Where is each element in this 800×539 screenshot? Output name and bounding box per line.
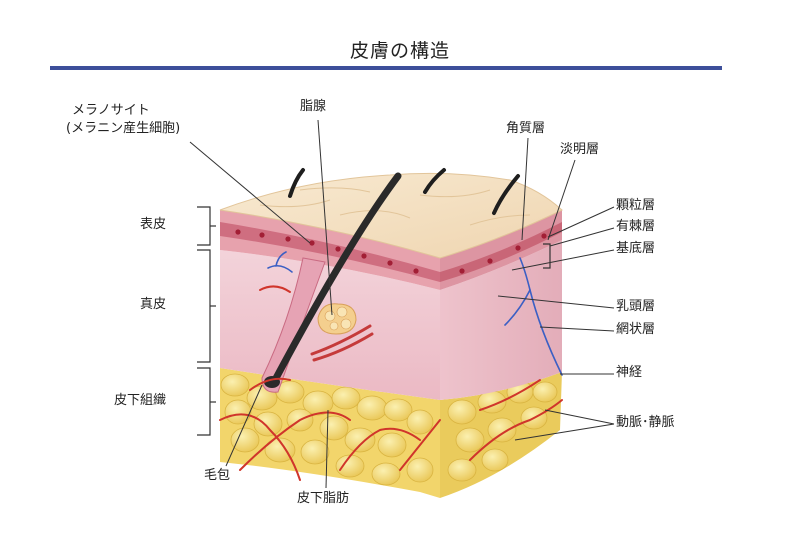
label-nerve: 神経 — [616, 365, 643, 380]
label-stratum-granulosum: 顆粒層 — [616, 198, 656, 213]
label-stratum-corneum: 角質層 — [506, 121, 546, 136]
label-stratum-basale: 基底層 — [616, 241, 656, 256]
label-subcutaneous-fat: 皮下脂肪 — [297, 491, 350, 506]
subcutaneous-fat-layer — [220, 368, 562, 498]
epidermis-layer — [220, 210, 562, 290]
label-melanocyte: メラノサイト — [72, 103, 150, 118]
leader-lines — [189, 119, 615, 489]
title-rule — [50, 66, 722, 70]
label-papillary-layer: 乳頭層 — [616, 299, 656, 314]
layer-brackets — [197, 206, 551, 436]
label-artery-vein: 動脈･静脈 — [616, 415, 675, 430]
hair-follicle — [261, 172, 402, 393]
label-stratum-spinosum: 有棘層 — [616, 219, 656, 234]
page-title: 皮膚の構造 — [349, 40, 450, 62]
label-stratum-lucidum: 淡明層 — [560, 142, 600, 157]
label-epidermis: 表皮 — [140, 217, 167, 232]
label-dermis: 真皮 — [140, 297, 167, 312]
label-sebaceous-gland: 脂腺 — [300, 99, 327, 114]
blood-vessels — [219, 285, 563, 481]
label-melanocyte-sub: (メラニン産生細胞) — [66, 121, 181, 136]
nerve — [267, 251, 563, 376]
sebaceous-gland — [317, 303, 357, 335]
label-subcutis: 皮下組織 — [114, 393, 167, 408]
label-hair-follicle: 毛包 — [204, 468, 231, 483]
label-reticular-layer: 網状層 — [616, 322, 656, 337]
arrector-pili-muscle — [310, 324, 374, 362]
